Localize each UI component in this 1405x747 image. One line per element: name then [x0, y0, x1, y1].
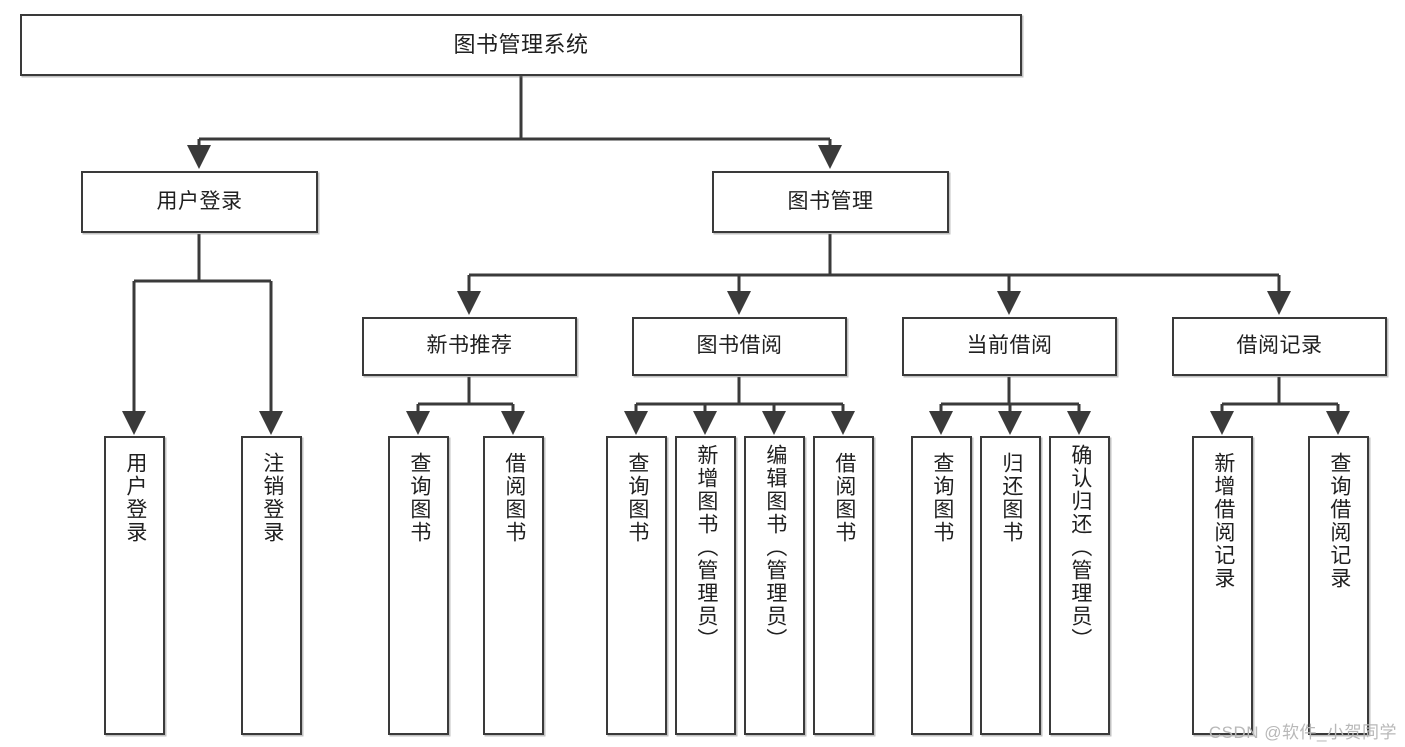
node-leaf-logout[interactable]: 注销登录: [241, 436, 302, 735]
node-leaf-confirm-return-admin[interactable]: 确认归还（管理员）: [1049, 436, 1110, 735]
node-leaf-add-book-admin[interactable]: 新增图书（管理员）: [675, 436, 736, 735]
node-label: 查询借阅记录: [1327, 452, 1351, 590]
node-leaf-query-book-2[interactable]: 查询图书: [606, 436, 667, 735]
node-leaf-query-book-1[interactable]: 查询图书: [388, 436, 449, 735]
node-label: 注销登录: [260, 452, 284, 544]
csdn-watermark: CSDN @软件_小贺同学: [1208, 723, 1397, 742]
node-leaf-query-book-3[interactable]: 查询图书: [911, 436, 972, 735]
node-label: 图书管理: [787, 189, 874, 213]
node-leaf-borrow-book-2[interactable]: 借阅图书: [813, 436, 874, 735]
node-label: 借阅图书: [832, 452, 856, 544]
node-label: 查询图书: [625, 452, 649, 544]
node-label: 用户登录: [156, 189, 243, 213]
node-root-system[interactable]: 图书管理系统: [20, 14, 1022, 76]
node-label: 确认归还（管理员）: [1068, 444, 1092, 651]
node-book-borrow[interactable]: 图书借阅: [632, 317, 847, 376]
node-new-book-recommendation[interactable]: 新书推荐: [362, 317, 577, 376]
node-leaf-borrow-book-1[interactable]: 借阅图书: [483, 436, 544, 735]
node-leaf-user-login[interactable]: 用户登录: [104, 436, 165, 735]
node-leaf-query-borrow-record[interactable]: 查询借阅记录: [1308, 436, 1369, 735]
node-label: 新书推荐: [426, 334, 513, 358]
node-book-manage[interactable]: 图书管理: [712, 171, 949, 233]
node-label: 新增图书（管理员）: [694, 444, 718, 651]
node-label: 图书管理系统: [453, 32, 589, 58]
node-label: 归还图书: [999, 452, 1023, 544]
node-label: 查询图书: [407, 452, 431, 544]
node-label: 当前借阅: [966, 334, 1053, 358]
node-label: 编辑图书（管理员）: [763, 444, 787, 651]
node-leaf-edit-book-admin[interactable]: 编辑图书（管理员）: [744, 436, 805, 735]
node-leaf-return-book[interactable]: 归还图书: [980, 436, 1041, 735]
node-user-login[interactable]: 用户登录: [81, 171, 318, 233]
node-label: 图书借阅: [696, 334, 783, 358]
node-label: 用户登录: [123, 452, 147, 544]
node-borrow-record[interactable]: 借阅记录: [1172, 317, 1387, 376]
node-leaf-add-borrow-record[interactable]: 新增借阅记录: [1192, 436, 1253, 735]
node-label: 借阅记录: [1236, 334, 1323, 358]
node-label: 查询图书: [930, 452, 954, 544]
node-current-borrow[interactable]: 当前借阅: [902, 317, 1117, 376]
node-label: 借阅图书: [502, 452, 526, 544]
node-label: 新增借阅记录: [1211, 452, 1235, 590]
